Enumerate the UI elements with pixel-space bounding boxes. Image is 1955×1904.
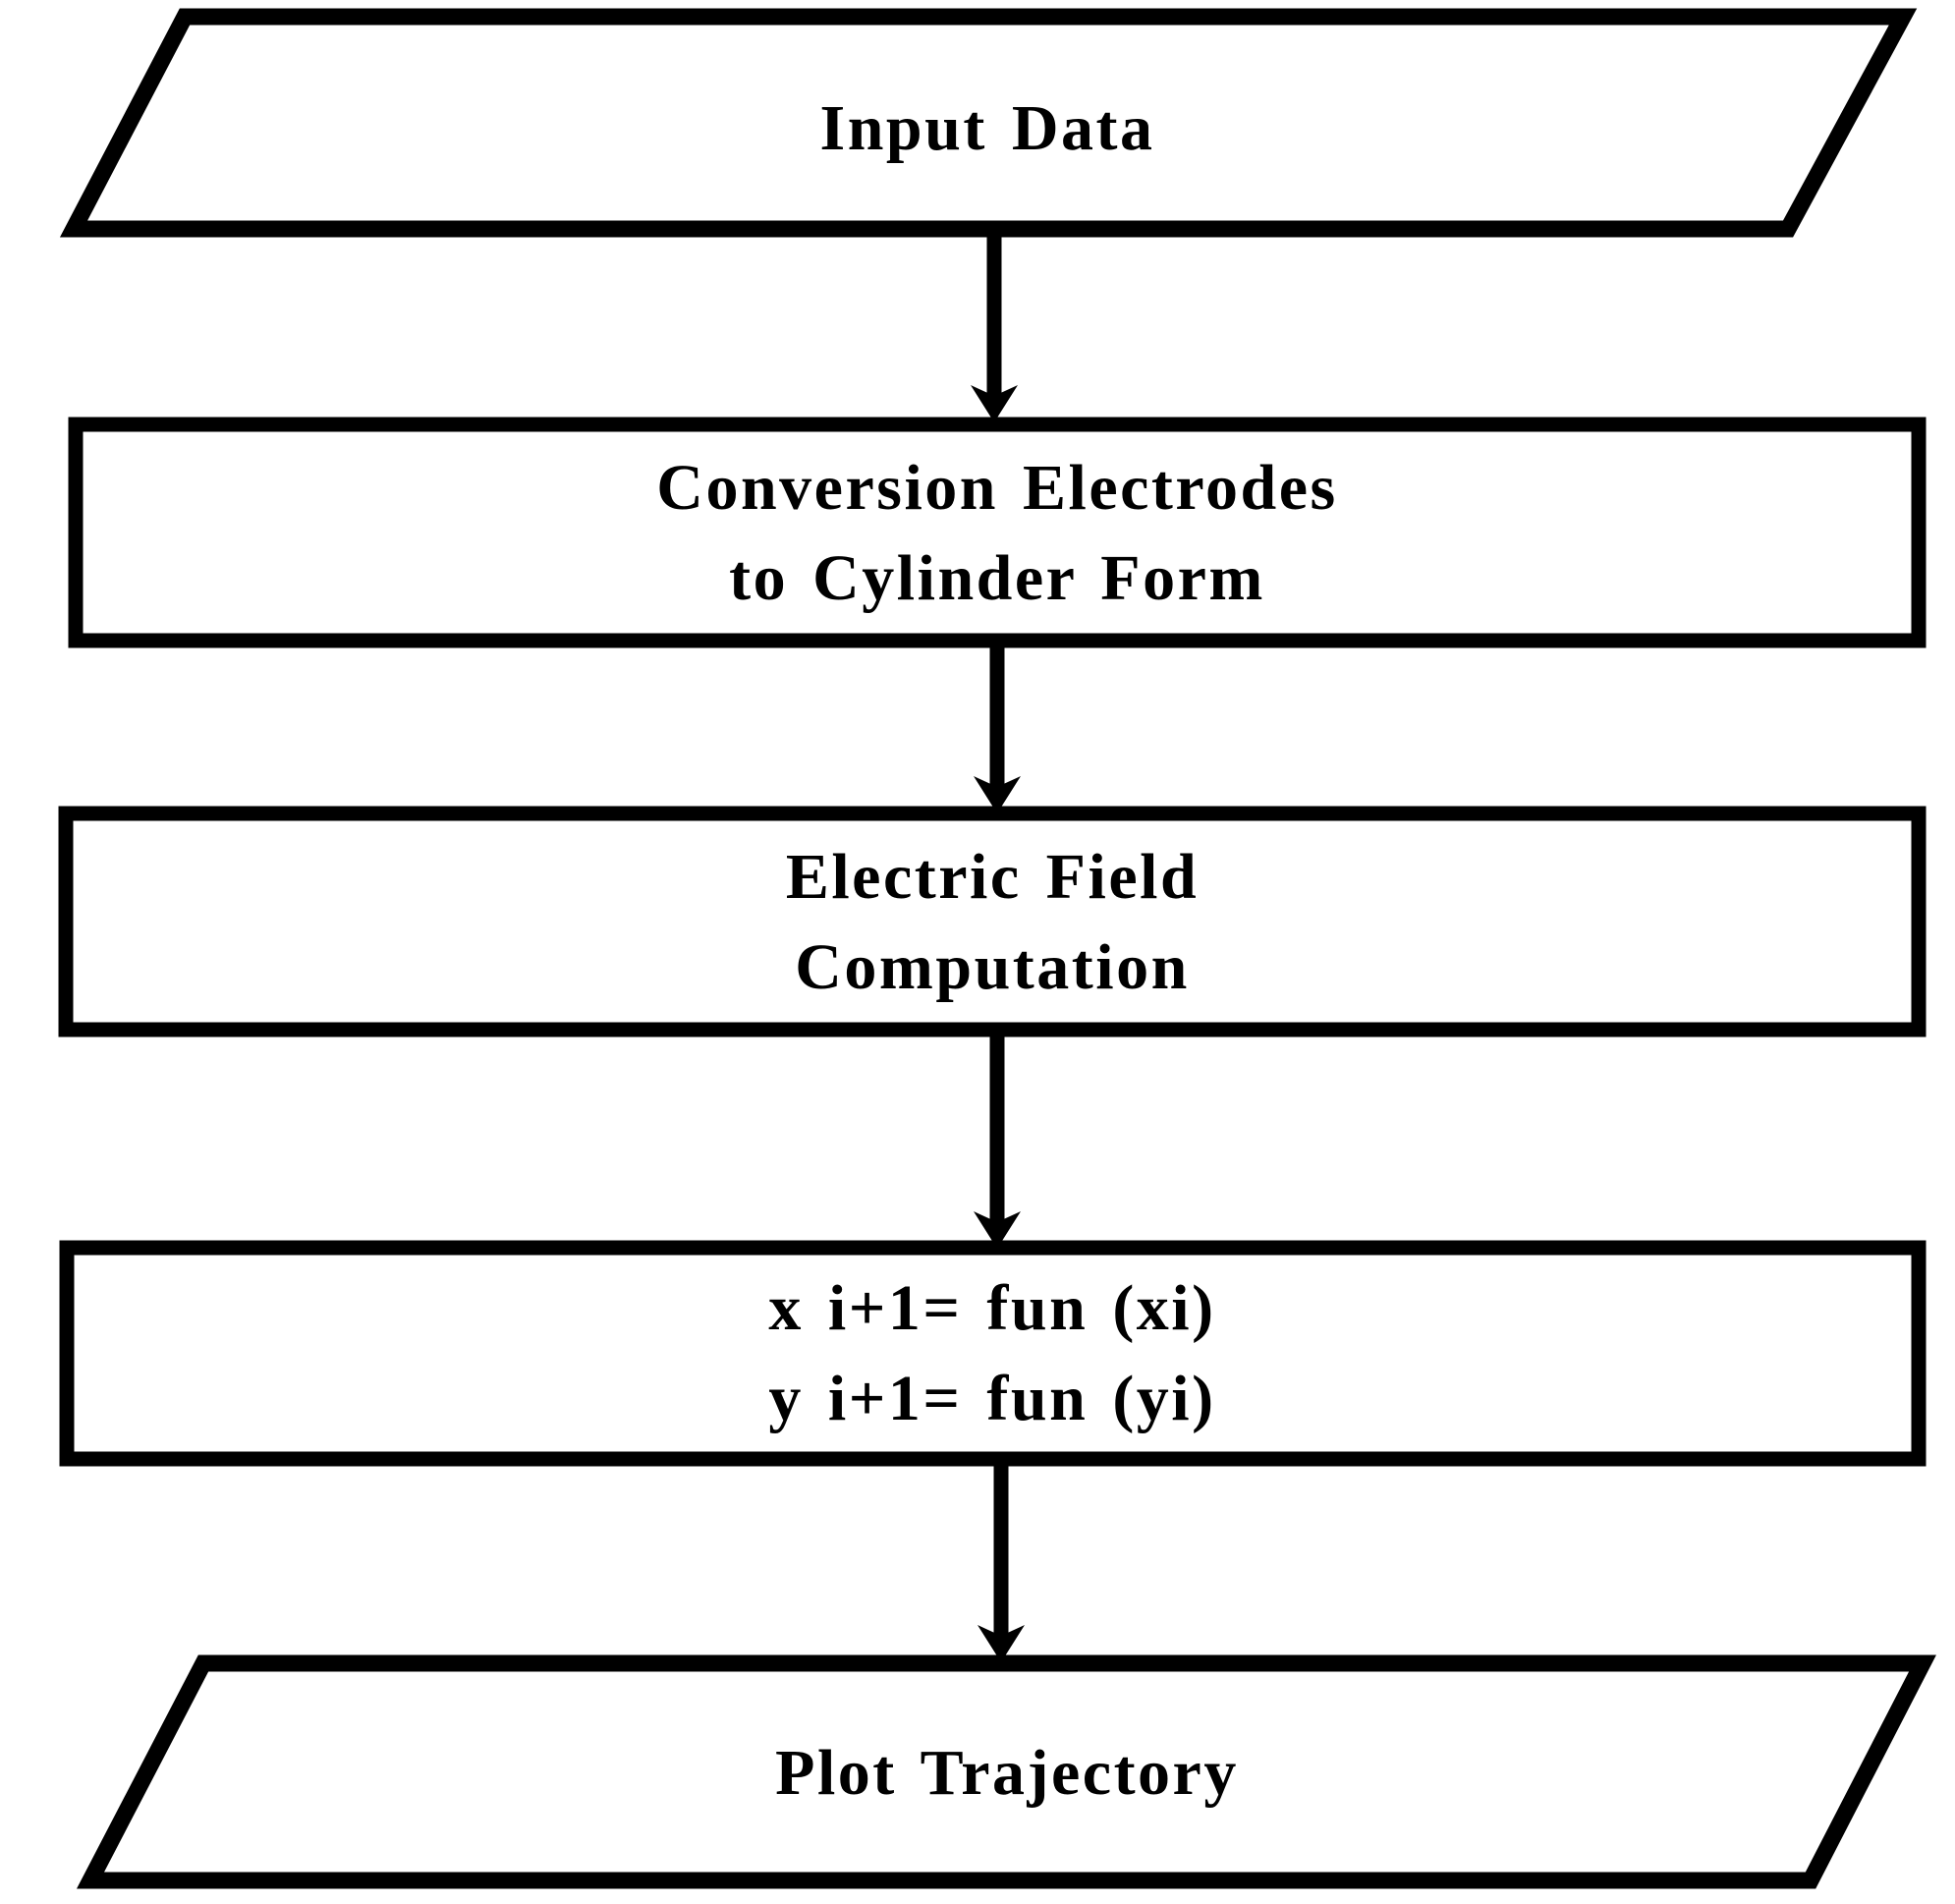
rectangle-iteration-functions	[59, 1240, 1927, 1467]
node-conversion-label-line2: to Cylinder Form	[729, 542, 1265, 614]
rectangle-conversion-electrodes	[68, 417, 1927, 648]
node-field-label-line2: Computation	[795, 931, 1190, 1003]
edge-conversion-to-field	[974, 639, 1021, 813]
arrow-down-icon	[974, 776, 1021, 813]
node-input-data-label: Input Data	[820, 92, 1155, 164]
arrow-down-icon	[974, 1211, 1021, 1249]
node-iteration-label-line1: x i+1= fun (xi)	[768, 1272, 1215, 1344]
edge-field-to-iteration	[974, 1028, 1021, 1249]
node-iteration-label-line2: y i+1= fun (yi)	[768, 1363, 1215, 1434]
arrow-down-icon	[971, 385, 1018, 422]
node-electric-field: Electric Field Computation	[58, 806, 1927, 1037]
node-field-label-line1: Electric Field	[786, 841, 1199, 913]
node-conversion-electrodes: Conversion Electrodes to Cylinder Form	[68, 417, 1927, 648]
edge-input-to-conversion	[971, 236, 1018, 422]
node-plot-label: Plot Trajectory	[775, 1737, 1239, 1809]
node-conversion-label-line1: Conversion Electrodes	[656, 452, 1337, 524]
node-iteration-functions: x i+1= fun (xi) y i+1= fun (yi)	[59, 1240, 1927, 1467]
arrow-down-icon	[978, 1625, 1025, 1662]
parallelogram-input-data	[59, 8, 1918, 238]
rectangle-electric-field	[58, 806, 1927, 1037]
node-input-data: Input Data	[59, 8, 1918, 238]
parallelogram-plot-trajectory	[76, 1654, 1936, 1889]
edge-iteration-to-plot	[978, 1457, 1025, 1662]
node-plot-trajectory: Plot Trajectory	[76, 1654, 1936, 1889]
